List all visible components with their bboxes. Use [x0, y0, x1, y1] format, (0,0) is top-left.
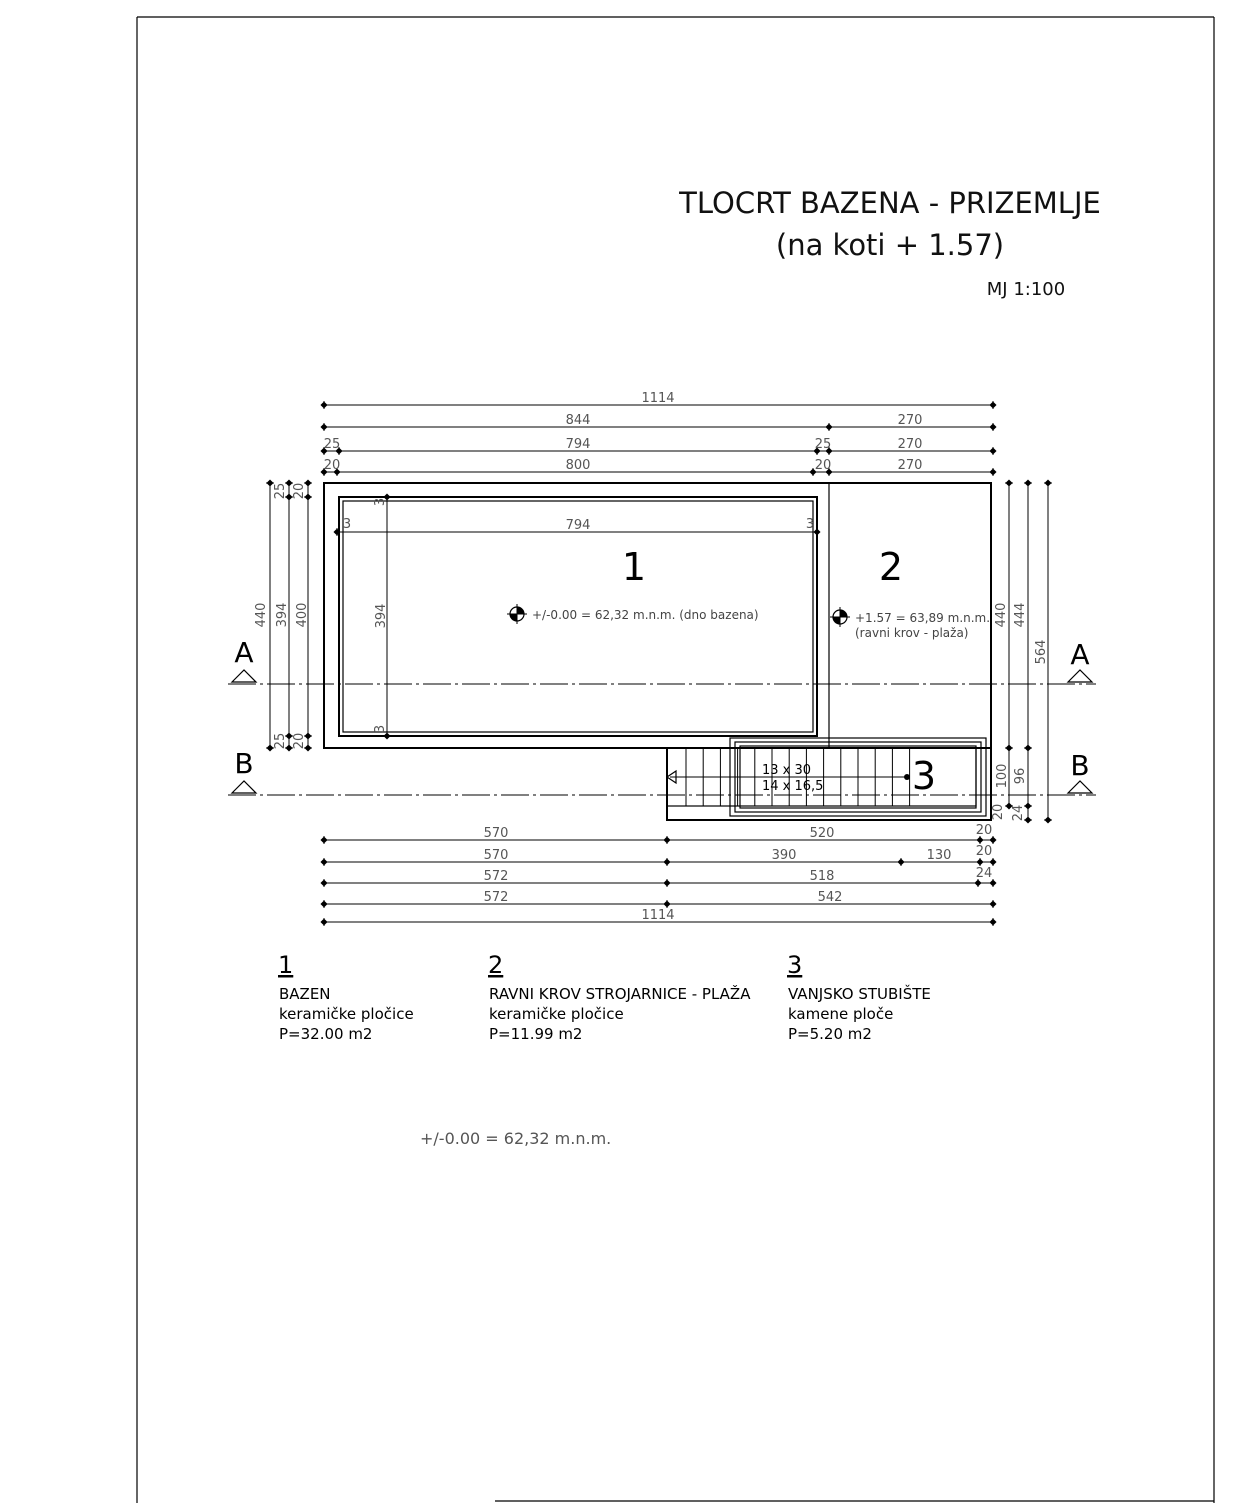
- bottom-dim-518: 518: [810, 869, 835, 884]
- bottom-dim-390: 390: [772, 848, 797, 863]
- legend-1-area: P=32.00 m2: [279, 1025, 372, 1043]
- bottom-dim-130: 130: [927, 848, 952, 863]
- inner-width-dim: 794: [566, 518, 591, 533]
- right-dim-440: 440: [994, 603, 1009, 628]
- left-dim-25-bottom: 25: [273, 733, 288, 750]
- pool-basin: [338, 496, 818, 737]
- legend-2-area: P=11.99 m2: [489, 1025, 582, 1043]
- legend-item-2: 2 RAVNI KROV STROJARNICE - PLAŽA keramič…: [488, 951, 751, 1043]
- inner-right-dim: 3: [806, 517, 814, 532]
- pool-inner-edge: [342, 500, 814, 733]
- top-dim-20a: 20: [324, 458, 341, 473]
- section-lines: A A B B: [228, 636, 1096, 796]
- section-b-right-label: B: [1070, 749, 1089, 782]
- right-dim-24: 24: [1011, 805, 1026, 822]
- legend: 1 BAZEN keramičke pločice P=32.00 m2 2 R…: [278, 951, 931, 1043]
- left-dim-440: 440: [254, 603, 269, 628]
- bottom-dim-24: 24: [976, 866, 993, 881]
- stair-arrow: [665, 769, 910, 785]
- top-dim-25a: 25: [324, 437, 341, 452]
- bottom-dim-20a: 20: [976, 823, 993, 838]
- section-a-right-label: A: [1070, 638, 1089, 671]
- section-a-left-marker: [230, 669, 258, 683]
- dimension-chains: [266, 401, 1052, 926]
- plan-title: TLOCRT BAZENA - PRIZEMLJE: [678, 186, 1101, 220]
- title-block: TLOCRT BAZENA - PRIZEMLJE (na koti + 1.5…: [678, 186, 1101, 300]
- bottom-dim-542: 542: [818, 890, 843, 905]
- left-dim-20-top: 20: [292, 483, 307, 500]
- bottom-dim-overall: 1114: [641, 908, 674, 923]
- inner-top-dim: 3: [373, 498, 388, 506]
- plan-scale: MJ 1:100: [987, 279, 1065, 300]
- left-dim-25-top: 25: [273, 483, 288, 500]
- plan-outlines: [323, 482, 992, 821]
- legend-2-name: RAVNI KROV STROJARNICE - PLAŽA: [489, 984, 751, 1003]
- legend-2-number: 2: [488, 951, 503, 979]
- stair-risers-label: 14 x 16,5: [762, 779, 823, 794]
- legend-item-1: 1 BAZEN keramičke pločice P=32.00 m2: [278, 951, 414, 1043]
- stair-outline: [666, 748, 992, 821]
- plan-subtitle: (na koti + 1.57): [776, 228, 1004, 262]
- zone-1-label: 1: [622, 545, 646, 589]
- inner-bottom-dim: 3: [373, 725, 388, 733]
- top-dim-794: 794: [566, 437, 591, 452]
- inner-left-dim: 3: [343, 517, 351, 532]
- section-b-left-label: B: [234, 747, 253, 780]
- legend-3-area: P=5.20 m2: [788, 1025, 872, 1043]
- right-dim-564: 564: [1034, 640, 1049, 665]
- legend-1-number: 1: [278, 951, 293, 979]
- section-b-left-marker: [230, 780, 258, 794]
- right-dim-444: 444: [1013, 603, 1028, 628]
- roof-level-note: (ravni krov - plaža): [855, 626, 968, 640]
- legend-3-number: 3: [787, 951, 802, 979]
- bottom-dim-570a: 570: [484, 826, 509, 841]
- bottom-dim-570b: 570: [484, 848, 509, 863]
- section-a-right-marker: [1066, 669, 1094, 683]
- top-dim-844: 844: [566, 413, 591, 428]
- section-b-right-marker: [1066, 780, 1094, 794]
- top-dim-20b: 20: [815, 458, 832, 473]
- legend-1-material: keramičke pločice: [279, 1005, 414, 1023]
- datum-note: +/-0.00 = 62,32 m.n.m.: [420, 1129, 611, 1148]
- bottom-dim-20b: 20: [976, 844, 993, 859]
- stair-treads-label: 13 x 30: [762, 763, 811, 778]
- legend-2-material: keramičke pločice: [489, 1005, 624, 1023]
- outer-outline: [323, 482, 992, 749]
- section-a-left-label: A: [234, 636, 253, 669]
- level-marker-roof: [830, 607, 850, 627]
- top-dim-270c: 270: [898, 458, 923, 473]
- legend-3-name: VANJSKO STUBIŠTE: [788, 984, 931, 1003]
- bottom-dim-572a: 572: [484, 869, 509, 884]
- top-dim-overall: 1114: [641, 391, 674, 406]
- bottom-dim-572b: 572: [484, 890, 509, 905]
- level-marker-pool: [507, 604, 527, 624]
- right-dim-96: 96: [1013, 768, 1028, 785]
- top-dim-270a: 270: [898, 413, 923, 428]
- zone-3-label: 3: [912, 754, 936, 798]
- top-dim-25b: 25: [815, 437, 832, 452]
- zone-2-label: 2: [879, 545, 903, 589]
- right-dim-20: 20: [991, 804, 1006, 821]
- right-dim-100: 100: [995, 764, 1010, 789]
- bottom-dim-520: 520: [810, 826, 835, 841]
- top-dim-270b: 270: [898, 437, 923, 452]
- roof-level: +1.57 = 63,89 m.n.m.: [855, 611, 990, 625]
- left-dim-20-bottom: 20: [292, 733, 307, 750]
- legend-item-3: 3 VANJSKO STUBIŠTE kamene ploče P=5.20 m…: [787, 951, 931, 1043]
- left-dim-394: 394: [275, 603, 290, 628]
- left-dim-400: 400: [295, 603, 310, 628]
- top-dim-800: 800: [566, 458, 591, 473]
- legend-3-material: kamene ploče: [788, 1005, 893, 1023]
- legend-1-name: BAZEN: [279, 985, 331, 1003]
- sheet-frame: [136, 16, 1215, 1503]
- inner-height-dim: 394: [374, 604, 389, 629]
- pool-bottom-level: +/-0.00 = 62,32 m.n.m. (dno bazena): [532, 608, 759, 622]
